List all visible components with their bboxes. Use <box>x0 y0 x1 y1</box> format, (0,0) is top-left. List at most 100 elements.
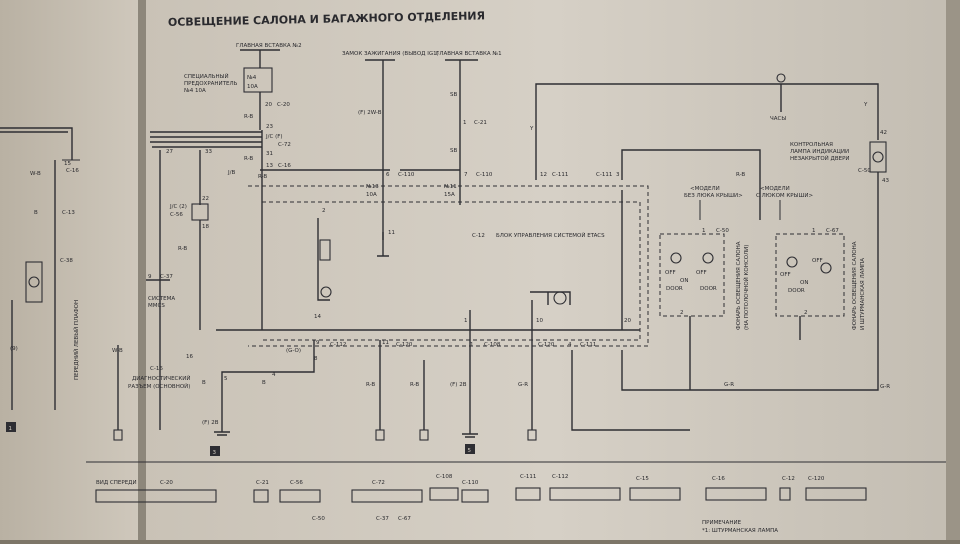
svg-text:12: 12 <box>540 172 547 178</box>
mmcs-system: 9 C-37 СИСТЕМА MMCS <box>146 274 175 309</box>
svg-text:6: 6 <box>386 172 390 178</box>
svg-text:C-50: C-50 <box>716 228 729 234</box>
svg-text:J/C (F): J/C (F) <box>265 134 283 140</box>
svg-text:43: 43 <box>882 178 889 184</box>
svg-text:15A: 15A <box>444 192 455 198</box>
svg-text:B: B <box>262 380 266 386</box>
svg-text:J/C (2): J/C (2) <box>169 204 187 210</box>
svg-text:10: 10 <box>536 318 543 324</box>
svg-text:(НА ПОТОЛОЧНОЙ КОНСОЛИ): (НА ПОТОЛОЧНОЙ КОНСОЛИ) <box>743 245 750 330</box>
svg-text:R-B: R-B <box>244 156 253 162</box>
svg-text:G-R: G-R <box>724 382 734 388</box>
svg-text:Y: Y <box>529 126 534 132</box>
svg-text:C-20: C-20 <box>160 480 173 486</box>
model-no-roof-l1: <МОДЕЛИ <box>690 186 720 192</box>
svg-text:C-120: C-120 <box>538 342 555 348</box>
connector-views: ВИД СПЕРЕДИ C-20 C-21 C-56 C-72 C-108 C-… <box>86 461 946 522</box>
svg-text:ПРИМЕЧАНИЕ: ПРИМЕЧАНИЕ <box>702 520 742 526</box>
svg-text:(9): (9) <box>10 346 18 352</box>
svg-text:№4 10A: №4 10A <box>184 88 206 94</box>
etacs-block: C-12 БЛОК УПРАВЛЕНИЯ СИСТЕМОЙ ETACS 2 11 <box>248 185 649 347</box>
svg-text:9: 9 <box>148 274 152 280</box>
fuse-13: (F) 2W-B 6 C-110 №13 10A <box>358 110 415 240</box>
svg-text:СИСТЕМА: СИСТЕМА <box>148 296 175 302</box>
ground-terminals: 3 5 <box>113 420 537 456</box>
svg-text:20: 20 <box>624 318 631 324</box>
svg-text:ПЕРЕДНИЙ ЛЕВЫЙ ПЛАФОН: ПЕРЕДНИЙ ЛЕВЫЙ ПЛАФОН <box>73 300 80 380</box>
svg-text:B: B <box>202 380 206 386</box>
svg-text:31: 31 <box>266 151 273 157</box>
svg-text:2: 2 <box>322 208 326 214</box>
svg-text:13: 13 <box>266 163 273 169</box>
svg-text:2: 2 <box>804 310 808 316</box>
svg-text:№11: №11 <box>444 184 457 190</box>
svg-text:1: 1 <box>463 120 467 126</box>
svg-text:5: 5 <box>224 376 228 382</box>
special-fuse: СПЕЦИАЛЬНЫЙ ПРЕДОХРАНИТЕЛЬ №4 10A №4 10A… <box>184 67 290 130</box>
svg-text:G-R: G-R <box>518 382 528 388</box>
page-gutter <box>138 0 146 540</box>
lamp-map: 1 C-67 OFF OFF ON DOOR 2 ФОНАРЬ ОСВЕЩЕНИ… <box>775 228 866 340</box>
svg-text:3: 3 <box>616 172 620 178</box>
svg-text:C-50: C-50 <box>312 516 325 522</box>
lower-wiring: 14 1 10 20 W-B C-16 16 9 C-112 (G-O) 8 5… <box>112 300 734 431</box>
svg-text:15: 15 <box>64 161 71 167</box>
svg-text:20: 20 <box>265 102 272 108</box>
svg-text:C-15: C-15 <box>636 476 649 482</box>
svg-text:1: 1 <box>470 342 474 348</box>
svg-text:C-20: C-20 <box>277 102 290 108</box>
svg-text:C-16: C-16 <box>712 476 725 482</box>
svg-text:10A: 10A <box>366 192 377 198</box>
svg-text:Y: Y <box>863 102 868 108</box>
model-roof-l2: С ЛЮКОМ КРЫШИ> <box>756 193 813 199</box>
svg-text:DOOR: DOOR <box>788 288 805 294</box>
svg-text:3: 3 <box>213 450 217 456</box>
svg-text:C-111: C-111 <box>552 172 568 178</box>
source-main-fuse-2: ГЛАВНАЯ ВСТАВКА №2 <box>236 43 302 49</box>
svg-text:РАЗЪЕМ (ОСНОВНОЙ): РАЗЪЕМ (ОСНОВНОЙ) <box>128 383 190 390</box>
svg-text:(F) 2B: (F) 2B <box>202 420 219 426</box>
harness-bundle: 23 J/C (F) C-72 27 33 31 R-B 13 C-16 J/B… <box>150 124 460 330</box>
svg-text:C-72: C-72 <box>372 480 385 486</box>
svg-text:R-B: R-B <box>258 174 267 180</box>
svg-text:C-110: C-110 <box>462 480 479 486</box>
svg-text:27: 27 <box>166 149 173 155</box>
svg-text:ФОНАРЬ ОСВЕЩЕНИЯ САЛОНА: ФОНАРЬ ОСВЕЩЕНИЯ САЛОНА <box>852 241 858 330</box>
svg-text:11: 11 <box>388 230 395 236</box>
right-page <box>140 0 960 540</box>
svg-text:СПЕЦИАЛЬНЫЙ: СПЕЦИАЛЬНЫЙ <box>184 73 229 80</box>
svg-text:10A: 10A <box>247 84 258 90</box>
svg-text:7: 7 <box>464 172 468 178</box>
svg-text:(F) 2B: (F) 2B <box>450 382 467 388</box>
door-indicator-lamp: КОНТРОЛЬНАЯ ЛАМПА ИНДИКАЦИИ НЕЗАКРЫТОЙ Д… <box>690 130 890 391</box>
y-line: ЧАСЫ Y Y 12 C-111 C-111 3 R-B <box>529 73 879 220</box>
svg-text:R-B: R-B <box>366 382 375 388</box>
svg-text:(F) 2W-B: (F) 2W-B <box>358 110 382 116</box>
svg-text:W-B: W-B <box>112 348 123 354</box>
svg-text:8: 8 <box>314 356 318 362</box>
svg-text:C-110: C-110 <box>476 172 493 178</box>
svg-text:OFF: OFF <box>780 272 791 278</box>
svg-text:C-120: C-120 <box>808 476 825 482</box>
svg-text:C-13: C-13 <box>62 210 75 216</box>
svg-text:DOOR: DOOR <box>666 286 683 292</box>
svg-text:C-56: C-56 <box>290 480 303 486</box>
svg-text:SB: SB <box>450 92 457 98</box>
footnote: ПРИМЕЧАНИЕ *1: ШТУРМАНСКАЯ ЛАМПА <box>702 520 778 534</box>
svg-text:1: 1 <box>464 318 468 324</box>
svg-text:ФОНАРЬ ОСВЕЩЕНИЯ САЛОНА: ФОНАРЬ ОСВЕЩЕНИЯ САЛОНА <box>736 241 742 330</box>
svg-text:OFF: OFF <box>812 258 823 264</box>
svg-text:C-37: C-37 <box>376 516 389 522</box>
svg-text:1: 1 <box>812 228 816 234</box>
svg-text:№13: №13 <box>366 184 379 190</box>
svg-text:C-16: C-16 <box>150 366 163 372</box>
svg-text:18: 18 <box>202 224 209 230</box>
svg-text:2: 2 <box>680 310 684 316</box>
svg-text:C-108: C-108 <box>436 474 453 480</box>
svg-text:R-B: R-B <box>736 172 745 178</box>
svg-text:НЕЗАКРЫТОЙ ДВЕРИ: НЕЗАКРЫТОЙ ДВЕРИ <box>790 155 850 162</box>
svg-text:ДИАГНОСТИЧЕСКИЙ: ДИАГНОСТИЧЕСКИЙ <box>132 375 191 382</box>
svg-text:9: 9 <box>316 340 320 346</box>
